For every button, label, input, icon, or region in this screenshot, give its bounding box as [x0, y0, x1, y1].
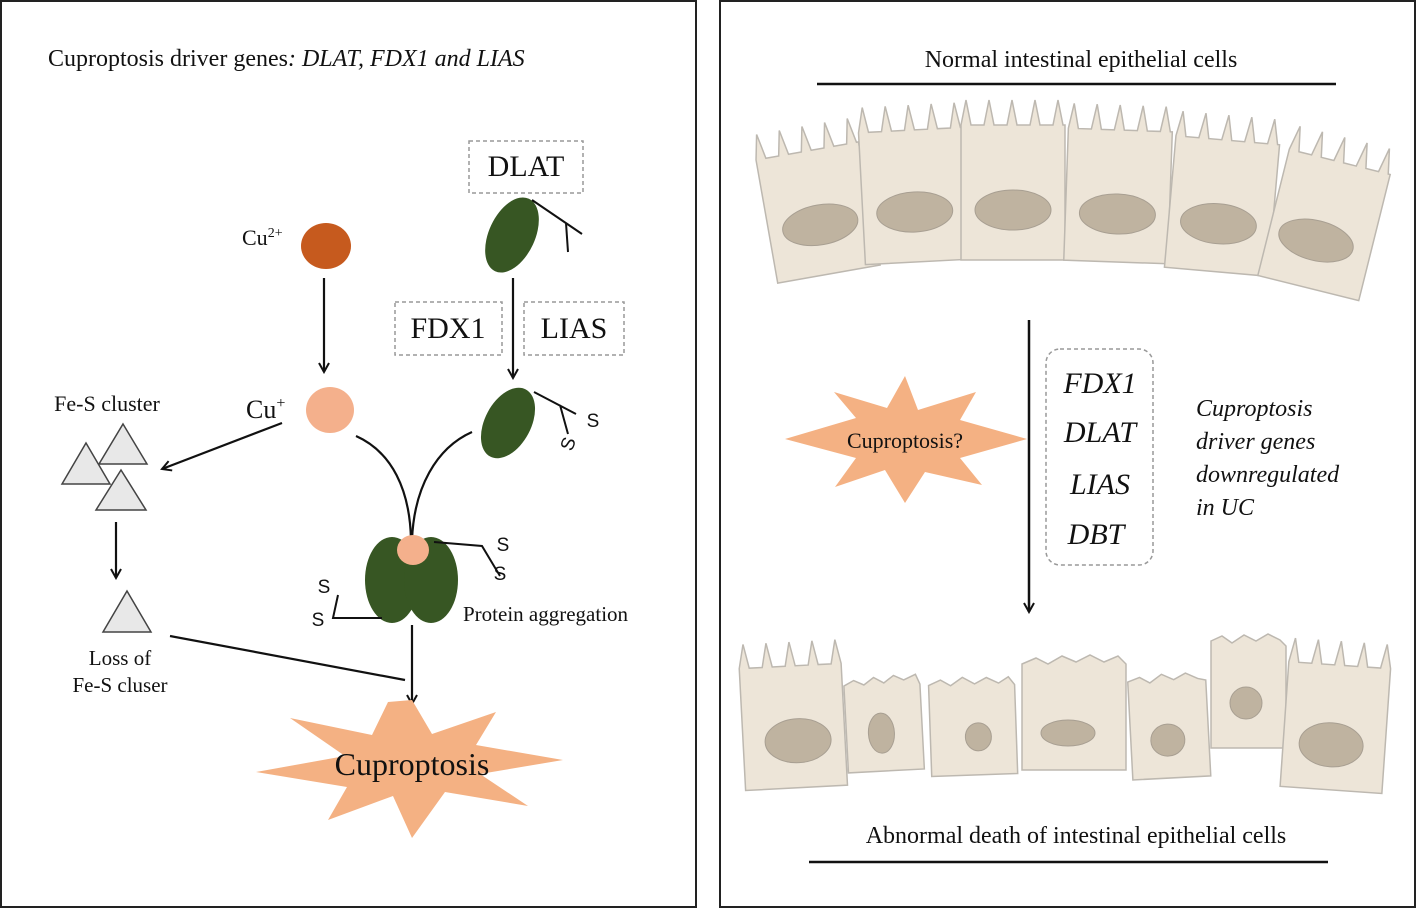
- fes-cluster-label: Fe-S cluster: [54, 391, 160, 416]
- converge-curve-right: [410, 430, 473, 541]
- left-panel-title: Cuproptosis driver genes: DLAT, FDX1 and…: [48, 46, 525, 72]
- intact-cell: [738, 639, 849, 792]
- protein-aggregation-label: Protein aggregation: [463, 602, 629, 626]
- arrow-cu1-to-fes: [162, 421, 283, 469]
- normal-cell: [1163, 111, 1281, 278]
- damaged-epithelium: [738, 633, 1392, 795]
- cu2-label: Cu2+: [242, 225, 283, 250]
- right-panel: Normal intestinal epithelial cells: [719, 0, 1416, 908]
- sulfur-label: S: [587, 411, 600, 432]
- normal-cell: [1062, 103, 1174, 265]
- shrunken-cell: [1210, 633, 1287, 749]
- shrunken-cell: [1021, 654, 1127, 771]
- normal-cells-title: Normal intestinal epithelial cells: [925, 47, 1238, 73]
- note-line: driver genes: [1196, 429, 1315, 455]
- note-line: in UC: [1196, 495, 1255, 521]
- cu2-ion: [301, 223, 351, 269]
- cuproptosis-question-label: Cuproptosis?: [847, 428, 963, 453]
- normal-cell: [1256, 125, 1392, 302]
- cuproptosis-question-burst: [785, 376, 1027, 503]
- normal-cell: [755, 118, 882, 284]
- lias-label-box: [523, 301, 625, 356]
- loss-line2: Fe-S cluser: [72, 673, 167, 697]
- normal-epithelium: [755, 99, 1392, 302]
- dlat-label: DLAT: [488, 150, 565, 183]
- fdx1-label: FDX1: [410, 312, 485, 345]
- fes-cluster-triangles: [60, 422, 149, 511]
- shrunken-cell: [1126, 672, 1212, 781]
- note-line: downregulated: [1196, 462, 1340, 488]
- dlat-label-box: [468, 140, 584, 194]
- gene-item: LIAS: [1069, 468, 1130, 501]
- abnormal-death-title: Abnormal death of intestinal epithelial …: [866, 823, 1287, 849]
- sulfur-label: S: [312, 610, 325, 631]
- dlat-protein: [485, 197, 583, 273]
- cuproptosis-label: Cuproptosis: [335, 746, 490, 782]
- shrunken-cell: [843, 673, 926, 774]
- sulfur-label: S: [494, 564, 507, 585]
- gene-item: DBT: [1067, 518, 1127, 551]
- loss-line1: Loss of: [89, 646, 151, 670]
- normal-cell: [960, 99, 1066, 261]
- normal-cell: [857, 102, 971, 266]
- lost-fes-triangle: [101, 589, 153, 633]
- gene-item: DLAT: [1063, 416, 1139, 449]
- sulfur-label: S: [318, 577, 331, 598]
- gene-item: FDX1: [1062, 367, 1136, 400]
- note-line: Cuproptosis: [1196, 396, 1312, 422]
- shrunken-cell: [927, 675, 1019, 778]
- intact-cell: [1279, 637, 1392, 795]
- cu1-label: Cu+: [246, 395, 285, 424]
- converge-curve-left: [355, 434, 413, 541]
- lias-label: LIAS: [541, 312, 608, 345]
- left-panel: Cuproptosis driver genes: DLAT, FDX1 and…: [0, 0, 697, 908]
- arrow-loss-to-cuproptosis: [169, 634, 406, 682]
- sulfur-label: S: [497, 535, 510, 556]
- cu1-ion: [306, 387, 354, 433]
- cuproptosis-burst: [256, 700, 563, 838]
- protein-aggregate: S S S S: [312, 535, 510, 631]
- fdx1-label-box: [394, 301, 503, 356]
- downregulated-genes-box: [1045, 348, 1154, 566]
